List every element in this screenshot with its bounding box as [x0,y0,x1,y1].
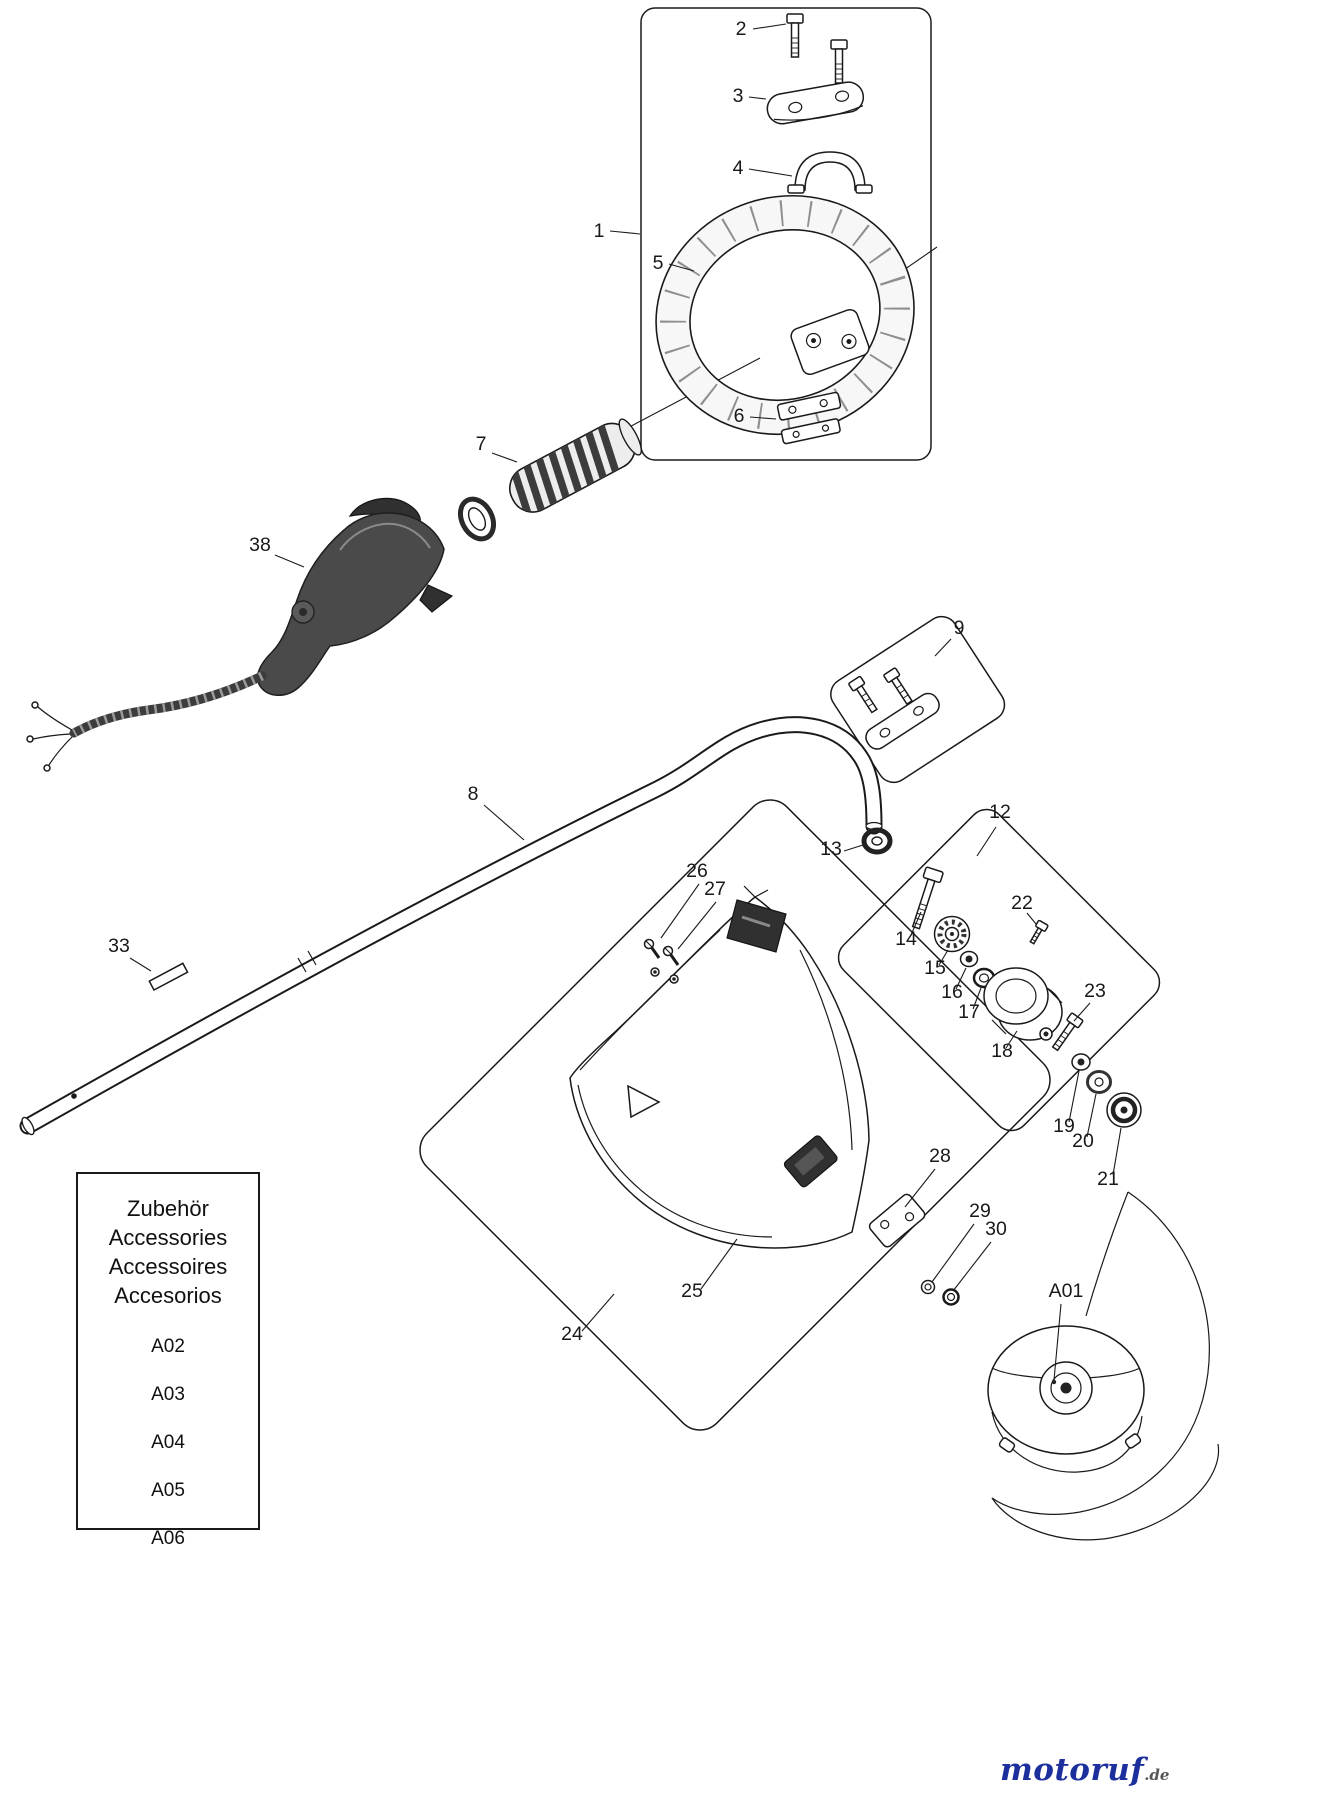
label-strip-part33 [148,962,189,991]
callout-9: 9 [954,617,965,639]
callout-2: 2 [736,18,747,40]
screw-part22 [1029,919,1049,945]
callout-38: 38 [249,534,271,556]
callout-23: 23 [1084,980,1106,1002]
callout-1: 1 [594,220,605,242]
callout-4: 4 [733,157,744,179]
accessory-item-a02: A02 [151,1336,185,1357]
washer-part16 [959,950,979,968]
motoruf-logo[interactable]: motoruf.de [1000,1752,1169,1788]
callout-24: 24 [561,1323,583,1345]
accessories-list: A02 A03 A04 A05 A06 [78,1336,258,1550]
callout-13: 13 [820,838,842,860]
bolt-part14 [911,866,944,930]
accessories-title-fr: Accessoires [108,1254,228,1279]
guard-bracket-part28 [868,1193,926,1248]
callout-15: 15 [924,957,946,979]
callout-leader-lines [129,23,1122,1385]
throttle-handle-part38 [256,497,454,696]
callout-28: 28 [929,1145,951,1167]
callout-33: 33 [108,935,130,957]
callout-21: 21 [1097,1168,1119,1190]
upper-clamp-part3 [766,81,865,125]
saddle-clamp-part4 [787,151,873,194]
lower-bracket-part6 [776,391,842,445]
washer-part19 [1071,1053,1091,1071]
mount-plate-part9 [848,667,940,750]
trimmer-line [991,1191,1220,1541]
cup-washer-part21 [1106,1092,1142,1128]
guard-part25 [569,885,870,1249]
logo-name: motoruf [1000,1752,1145,1788]
accessories-title-de: Zubehör [127,1196,209,1221]
accessory-item-a03: A03 [151,1384,185,1405]
callout-29: 29 [969,1200,991,1222]
trimmer-head-a01 [987,1325,1145,1473]
loop-handle-part5 [655,195,915,435]
callout-7: 7 [476,433,487,455]
clamp-housing-part18 [983,967,1063,1041]
callout-a01: A01 [1049,1280,1084,1302]
callout-14: 14 [895,928,917,950]
callout-3: 3 [733,85,744,107]
callout-19: 19 [1053,1115,1075,1137]
nut-part29 [920,1279,936,1295]
throttle-cable [26,671,267,772]
callout-5: 5 [653,252,664,274]
ring-part20 [1086,1070,1112,1094]
nut-part30 [942,1288,960,1306]
callout-labels: 2 3 4 1 5 6 7 38 9 8 13 12 14 15 16 17 2… [108,18,1119,1345]
grip-part7 [508,418,642,520]
bolt-pair-part2 [786,13,848,84]
callout-17: 17 [958,1001,980,1023]
callout-30: 30 [985,1218,1007,1240]
callout-27: 27 [704,878,726,900]
callout-20: 20 [1072,1130,1094,1152]
logo-tld: .de [1144,1766,1170,1784]
accessories-title-es: Accesorios [114,1283,222,1308]
grommet-part13 [861,827,893,855]
accessory-item-a05: A05 [151,1480,185,1501]
callout-18: 18 [991,1040,1013,1062]
accessory-item-a06: A06 [151,1528,185,1549]
handle-assembly-box [640,7,932,461]
callout-6: 6 [734,405,745,427]
callout-25: 25 [681,1280,703,1302]
callout-12: 12 [989,801,1011,823]
guard-screws-part26-27 [643,938,680,984]
guard-box [419,799,1051,1431]
callout-8: 8 [468,783,479,805]
screw-part23 [1051,1012,1084,1052]
grip-o-ring [457,496,497,542]
callout-26: 26 [686,860,708,882]
accessory-item-a04: A04 [151,1432,185,1453]
bearing-part15 [933,915,971,953]
callout-16: 16 [941,981,963,1003]
accessories-title-en: Accessories [108,1225,228,1250]
accessories-box: Zubehör Accessories Accessoires Accesori… [76,1172,260,1549]
callout-22: 22 [1011,892,1033,914]
